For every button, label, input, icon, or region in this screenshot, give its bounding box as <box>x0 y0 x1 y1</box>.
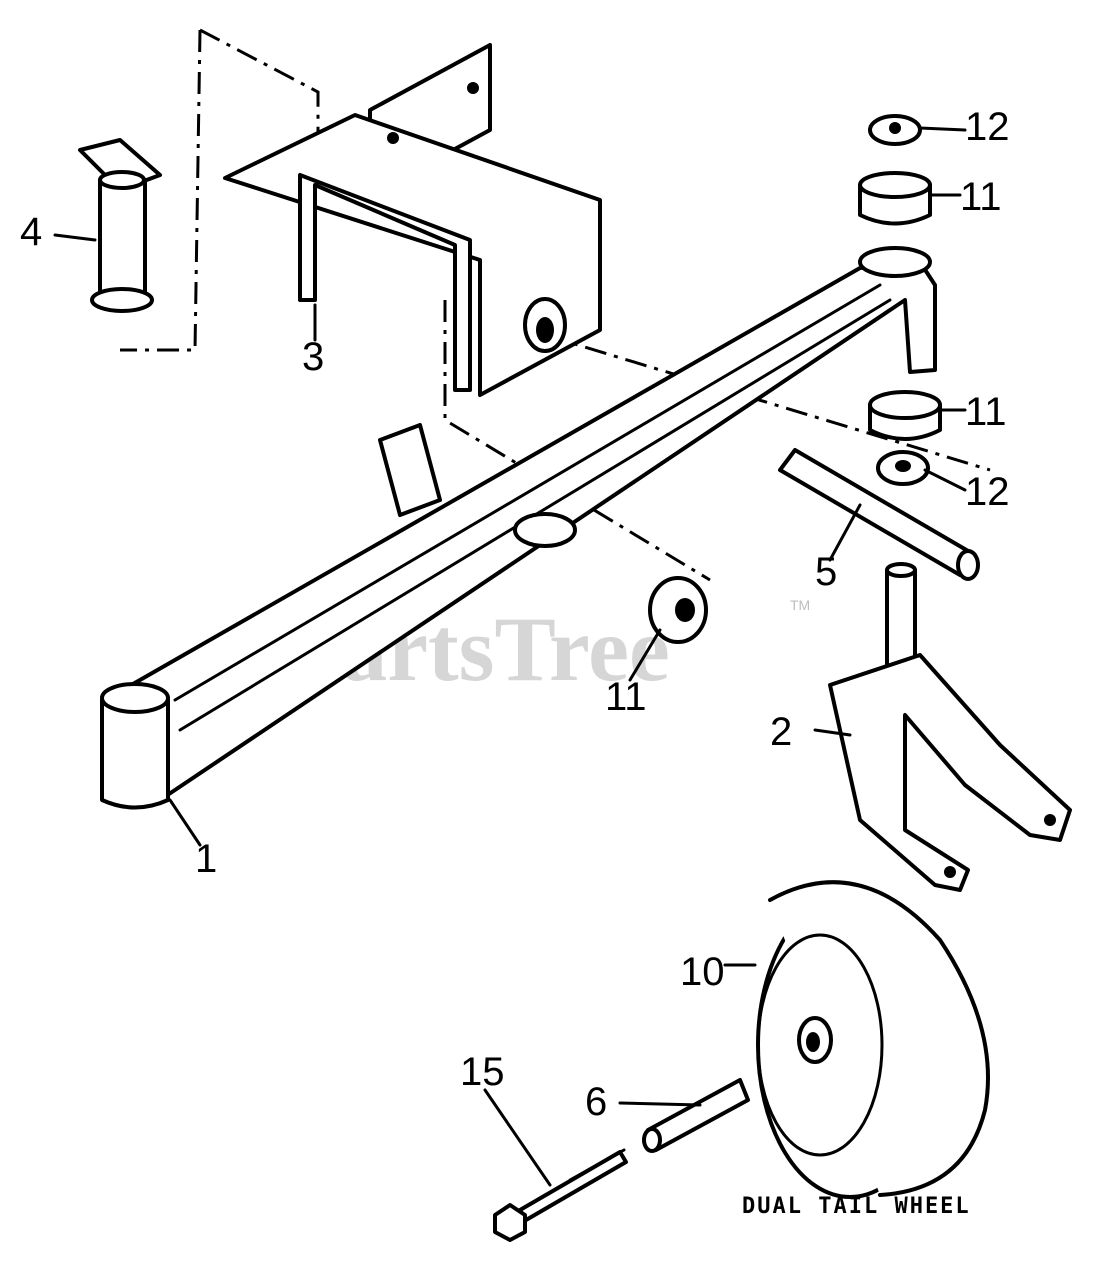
callout-3: 3 <box>302 335 324 379</box>
callout-11-left: 11 <box>605 675 647 719</box>
callout-10: 10 <box>680 950 725 994</box>
tail-wheel-part <box>756 880 990 1199</box>
axle-rod-part <box>778 448 980 581</box>
callout-labels: 4 3 1 2 5 12 11 11 12 11 10 6 15 <box>20 105 1010 1124</box>
callout-12-bottom: 12 <box>965 470 1010 514</box>
diagram-caption: DUAL TAIL WHEEL <box>742 1194 971 1219</box>
callout-11-top: 11 <box>960 175 1002 219</box>
callout-2: 2 <box>770 710 792 754</box>
bolt-part <box>493 1148 628 1242</box>
watermark-trademark: TM <box>790 597 810 613</box>
assembly-lines <box>120 28 991 582</box>
callout-1: 1 <box>195 837 217 881</box>
callout-12-top: 12 <box>965 105 1010 149</box>
spacer-tube-part <box>642 1078 750 1153</box>
callout-5: 5 <box>815 550 837 594</box>
wheel-fork-part <box>828 562 1072 892</box>
callout-15: 15 <box>460 1050 505 1094</box>
main-arm-part <box>100 246 937 810</box>
pin-part <box>78 138 162 313</box>
callout-11-mid: 11 <box>965 390 1007 434</box>
bushings <box>648 114 942 644</box>
mount-bracket-part <box>223 43 602 397</box>
leader-lines <box>53 126 967 1187</box>
callout-6: 6 <box>585 1080 607 1124</box>
callout-4: 4 <box>20 210 42 254</box>
